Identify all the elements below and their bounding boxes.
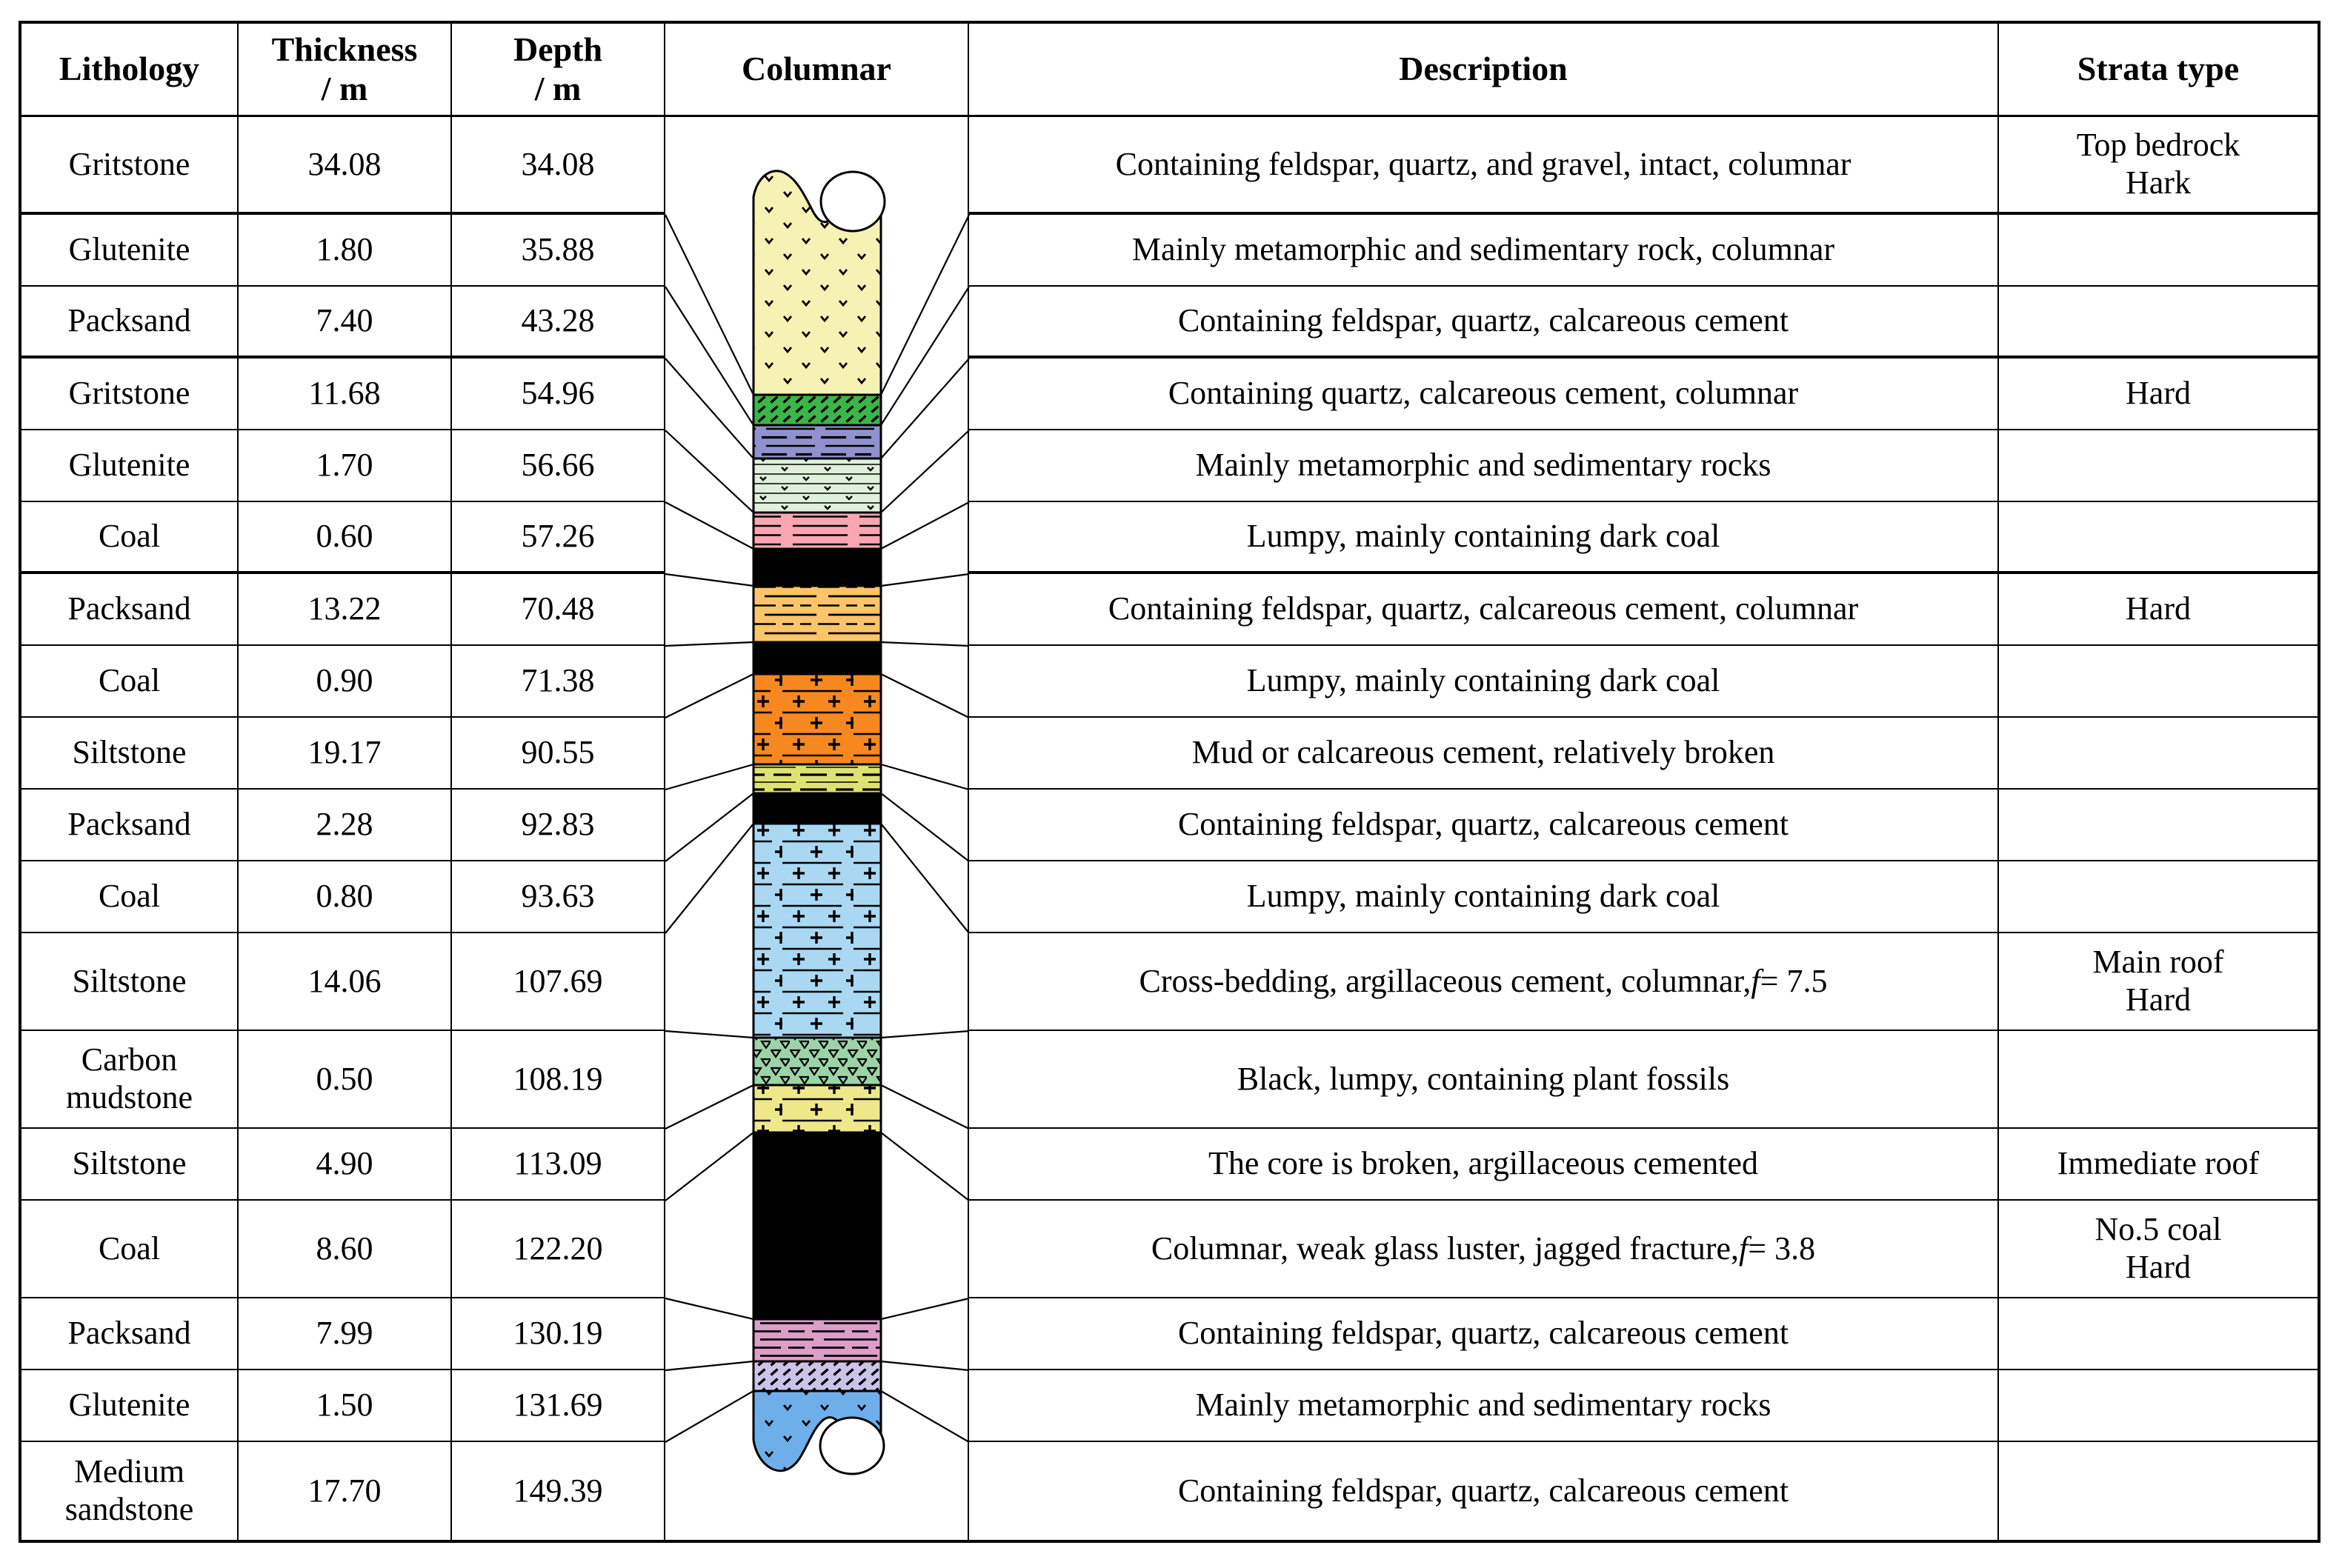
cell-description-row7: Containing feldspar, quartz, calcareous … bbox=[969, 574, 1999, 646]
cell-thickness-row11: 0.80 bbox=[239, 861, 452, 933]
cell-lithology-row4: Gritstone bbox=[21, 358, 239, 430]
cell-lithology-row14: Siltstone bbox=[21, 1129, 239, 1201]
cell-strata-type-row12: Main roof Hard bbox=[1999, 933, 2318, 1031]
cell-thickness-row3: 7.40 bbox=[239, 287, 452, 358]
cell-strata-type-row17 bbox=[1999, 1370, 2318, 1442]
cell-depth-row14: 113.09 bbox=[452, 1129, 665, 1201]
cell-depth-row7: 70.48 bbox=[452, 574, 665, 646]
cell-strata-type-row18 bbox=[1999, 1442, 2318, 1540]
cell-thickness-row16: 7.99 bbox=[239, 1298, 452, 1370]
cell-strata-type-row9 bbox=[1999, 718, 2318, 790]
cell-description-row2: Mainly metamorphic and sedimentary rock,… bbox=[969, 215, 1999, 287]
cell-depth-row10: 92.83 bbox=[452, 790, 665, 861]
cell-strata-type-row15: No.5 coal Hard bbox=[1999, 1201, 2318, 1298]
cell-thickness-row15: 8.60 bbox=[239, 1201, 452, 1298]
cell-description-row16: Containing feldspar, quartz, calcareous … bbox=[969, 1298, 1999, 1370]
column-header-lithology: Lithology bbox=[21, 24, 239, 117]
column-header-columnar: Columnar bbox=[665, 24, 969, 117]
cell-thickness-row9: 19.17 bbox=[239, 718, 452, 790]
cell-lithology-row5: Glutenite bbox=[21, 430, 239, 502]
column-header-depth: Depth / m bbox=[452, 24, 665, 117]
cell-thickness-row17: 1.50 bbox=[239, 1370, 452, 1442]
cell-lithology-row17: Glutenite bbox=[21, 1370, 239, 1442]
cell-depth-row18: 149.39 bbox=[452, 1442, 665, 1540]
cell-depth-row11: 93.63 bbox=[452, 861, 665, 933]
cell-description-row5: Mainly metamorphic and sedimentary rocks bbox=[969, 430, 1999, 502]
cell-thickness-row2: 1.80 bbox=[239, 215, 452, 287]
cell-lithology-row8: Coal bbox=[21, 646, 239, 718]
cell-lithology-row11: Coal bbox=[21, 861, 239, 933]
cell-strata-type-row14: Immediate roof bbox=[1999, 1129, 2318, 1201]
cell-thickness-row7: 13.22 bbox=[239, 574, 452, 646]
column-header-thickness: Thickness / m bbox=[239, 24, 452, 117]
cell-strata-type-row6 bbox=[1999, 502, 2318, 574]
cell-thickness-row12: 14.06 bbox=[239, 933, 452, 1031]
cell-lithology-row6: Coal bbox=[21, 502, 239, 574]
cell-description-row6: Lumpy, mainly containing dark coal bbox=[969, 502, 1999, 574]
cell-lithology-row13: Carbon mudstone bbox=[21, 1031, 239, 1129]
cell-depth-row9: 90.55 bbox=[452, 718, 665, 790]
cell-depth-row2: 35.88 bbox=[452, 215, 665, 287]
cell-thickness-row18: 17.70 bbox=[239, 1442, 452, 1540]
cell-description-row11: Lumpy, mainly containing dark coal bbox=[969, 861, 1999, 933]
columnar-column-area bbox=[665, 117, 969, 1540]
column-header-strata-type: Strata type bbox=[1999, 24, 2318, 117]
cell-depth-row16: 130.19 bbox=[452, 1298, 665, 1370]
cell-description-row12: Cross-bedding, argillaceous cement, colu… bbox=[969, 933, 1999, 1031]
cell-depth-row8: 71.38 bbox=[452, 646, 665, 718]
cell-strata-type-row11 bbox=[1999, 861, 2318, 933]
cell-depth-row1: 34.08 bbox=[452, 117, 665, 215]
cell-thickness-row5: 1.70 bbox=[239, 430, 452, 502]
cell-depth-row12: 107.69 bbox=[452, 933, 665, 1031]
cell-description-row8: Lumpy, mainly containing dark coal bbox=[969, 646, 1999, 718]
cell-lithology-row12: Siltstone bbox=[21, 933, 239, 1031]
cell-description-row1: Containing feldspar, quartz, and gravel,… bbox=[969, 117, 1999, 215]
cell-thickness-row6: 0.60 bbox=[239, 502, 452, 574]
cell-depth-row5: 56.66 bbox=[452, 430, 665, 502]
cell-strata-type-row3 bbox=[1999, 287, 2318, 358]
cell-lithology-row10: Packsand bbox=[21, 790, 239, 861]
cell-description-row3: Containing feldspar, quartz, calcareous … bbox=[969, 287, 1999, 358]
cell-strata-type-row10 bbox=[1999, 790, 2318, 861]
cell-lithology-row7: Packsand bbox=[21, 574, 239, 646]
cell-depth-row4: 54.96 bbox=[452, 358, 665, 430]
cell-description-row10: Containing feldspar, quartz, calcareous … bbox=[969, 790, 1999, 861]
cell-lithology-row3: Packsand bbox=[21, 287, 239, 358]
cell-depth-row17: 131.69 bbox=[452, 1370, 665, 1442]
cell-thickness-row1: 34.08 bbox=[239, 117, 452, 215]
cell-description-row13: Black, lumpy, containing plant fossils bbox=[969, 1031, 1999, 1129]
cell-description-row4: Containing quartz, calcareous cement, co… bbox=[969, 358, 1999, 430]
cell-lithology-row15: Coal bbox=[21, 1201, 239, 1298]
cell-thickness-row13: 0.50 bbox=[239, 1031, 452, 1129]
cell-strata-type-row5 bbox=[1999, 430, 2318, 502]
cell-thickness-row10: 2.28 bbox=[239, 790, 452, 861]
cell-depth-row13: 108.19 bbox=[452, 1031, 665, 1129]
cell-description-row18: Containing feldspar, quartz, calcareous … bbox=[969, 1442, 1999, 1540]
cell-depth-row15: 122.20 bbox=[452, 1201, 665, 1298]
cell-lithology-row1: Gritstone bbox=[21, 117, 239, 215]
cell-description-row14: The core is broken, argillaceous cemente… bbox=[969, 1129, 1999, 1201]
cell-lithology-row9: Siltstone bbox=[21, 718, 239, 790]
cell-strata-type-row16 bbox=[1999, 1298, 2318, 1370]
cell-lithology-row16: Packsand bbox=[21, 1298, 239, 1370]
cell-lithology-row2: Glutenite bbox=[21, 215, 239, 287]
cell-depth-row3: 43.28 bbox=[452, 287, 665, 358]
cell-thickness-row14: 4.90 bbox=[239, 1129, 452, 1201]
cell-thickness-row4: 11.68 bbox=[239, 358, 452, 430]
cell-strata-type-row7: Hard bbox=[1999, 574, 2318, 646]
cell-strata-type-row8 bbox=[1999, 646, 2318, 718]
cell-description-row15: Columnar, weak glass luster, jagged frac… bbox=[969, 1201, 1999, 1298]
cell-depth-row6: 57.26 bbox=[452, 502, 665, 574]
cell-description-row17: Mainly metamorphic and sedimentary rocks bbox=[969, 1370, 1999, 1442]
cell-thickness-row8: 0.90 bbox=[239, 646, 452, 718]
column-header-description: Description bbox=[969, 24, 1999, 117]
cell-strata-type-row13 bbox=[1999, 1031, 2318, 1129]
cell-strata-type-row2 bbox=[1999, 215, 2318, 287]
cell-strata-type-row1: Top bedrock Hark bbox=[1999, 117, 2318, 215]
cell-lithology-row18: Medium sandstone bbox=[21, 1442, 239, 1540]
cell-strata-type-row4: Hard bbox=[1999, 358, 2318, 430]
cell-description-row9: Mud or calcareous cement, relatively bro… bbox=[969, 718, 1999, 790]
